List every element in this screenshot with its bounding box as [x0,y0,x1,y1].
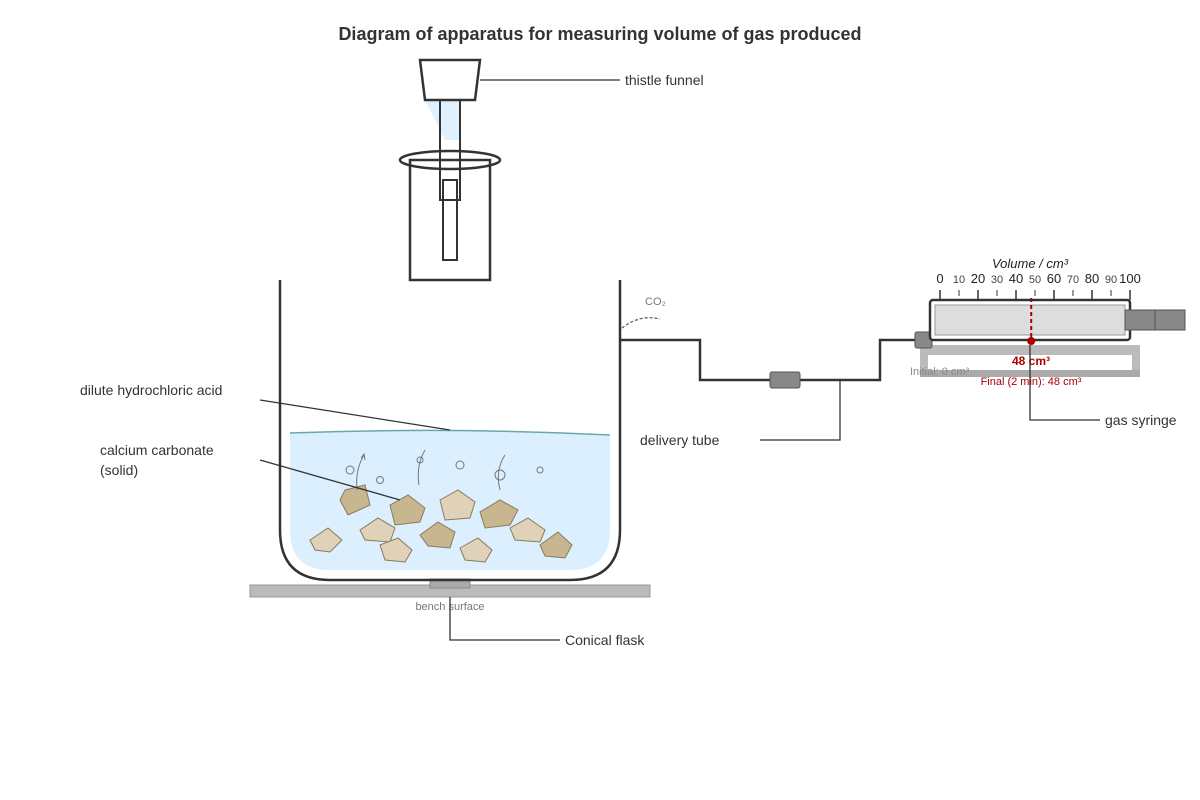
bench: bench surface [249,578,651,613]
bubble [536,466,544,474]
syringe-stand-right-leg [1132,345,1140,375]
co2-arrow [621,317,661,329]
label-thistle-funnel: thistle funnel [480,72,704,88]
gas-syringe: Volume / cm³ 0 20 40 60 80 100 10 30 50 70 90 48 c… [910,256,1186,388]
funnel-head [418,58,482,102]
syringe-scale-title: Volume / cm³ [992,256,1069,271]
label-conical-flask: Conical flask [449,597,645,648]
scale-tick-label: 10 [953,274,965,286]
stopper-body [408,158,492,282]
flask-outline [278,280,622,582]
lump [459,537,493,563]
lump [439,489,476,521]
stopper-bore [442,179,458,261]
acid-surface-line [289,429,611,436]
label-gas-syringe: gas syringe [1029,345,1177,428]
lump [539,531,573,559]
label-delivery-tube: delivery tube [640,380,841,448]
co2-label: CO₂ [645,296,666,308]
bubble [376,476,384,484]
lump [339,484,371,516]
syringe-stand-left-leg [920,345,928,375]
calcium-carbonate-label-line2: (solid) [100,462,138,478]
label-calcium-carbonate: calcium carbonate (solid) [100,442,401,501]
stopper-rim [398,149,502,171]
co2-indicator: CO₂ [621,296,666,329]
volume-reading-label: 48 cm³ [1012,354,1050,368]
bubble [494,469,506,481]
thistle-funnel [418,58,482,201]
bubble-trail [497,454,506,491]
syringe-barrel-inner [934,304,1126,336]
bubble [345,465,355,475]
thistle-funnel-label: thistle funnel [625,72,704,88]
final-volume-label: Final (2 min): 48 cm³ [981,376,1082,388]
scale-tick-label: 30 [991,274,1003,286]
lump [389,494,426,526]
gas-bubbles [345,449,544,491]
syringe-scale-ticks: 0 20 40 60 80 100 10 30 50 70 90 [936,271,1141,300]
delivery-tube-label: delivery tube [640,432,720,448]
conical-flask-label: Conical flask [565,632,645,648]
gas-syringe-label: gas syringe [1105,412,1177,428]
leader-line [259,399,451,431]
acid-drip [425,100,460,140]
scale-tick-label: 50 [1029,274,1041,286]
scale-tick-label: 0 [936,271,943,286]
leader-line [1029,345,1100,421]
leader-line [760,380,841,441]
bubble-trail [417,449,426,486]
lump [509,517,546,543]
scale-tick-label: 60 [1047,271,1061,286]
tube-connector [769,371,801,389]
diagram-title: Diagram of apparatus for measuring volum… [338,24,861,44]
lump [479,499,519,529]
scale-tick-label: 100 [1119,271,1141,286]
scale-tick-label: 90 [1105,274,1117,286]
scale-tick-label: 80 [1085,271,1099,286]
acid-label: dilute hydrochloric acid [80,382,222,398]
scale-tick-label: 20 [971,271,985,286]
lump [359,517,396,543]
bubble-trail-arrowhead [360,452,366,461]
lump [309,527,343,553]
lump [379,537,413,563]
scale-tick-label: 70 [1067,274,1079,286]
calcium-carbonate-lumps [309,484,573,563]
initial-volume-label: Initial: 0 cm³ [910,366,970,378]
stopper [398,149,502,282]
lump [419,521,456,549]
delivery-tube [620,338,920,389]
bubble [455,460,465,470]
leader-line [449,597,560,641]
scale-tick-label: 40 [1009,271,1023,286]
bubble-trail [356,454,365,491]
volume-reading-marker [1027,337,1036,345]
label-acid: dilute hydrochloric acid [80,382,451,431]
calcium-carbonate-label-line1: calcium carbonate [100,442,214,458]
leader-line [259,459,401,501]
